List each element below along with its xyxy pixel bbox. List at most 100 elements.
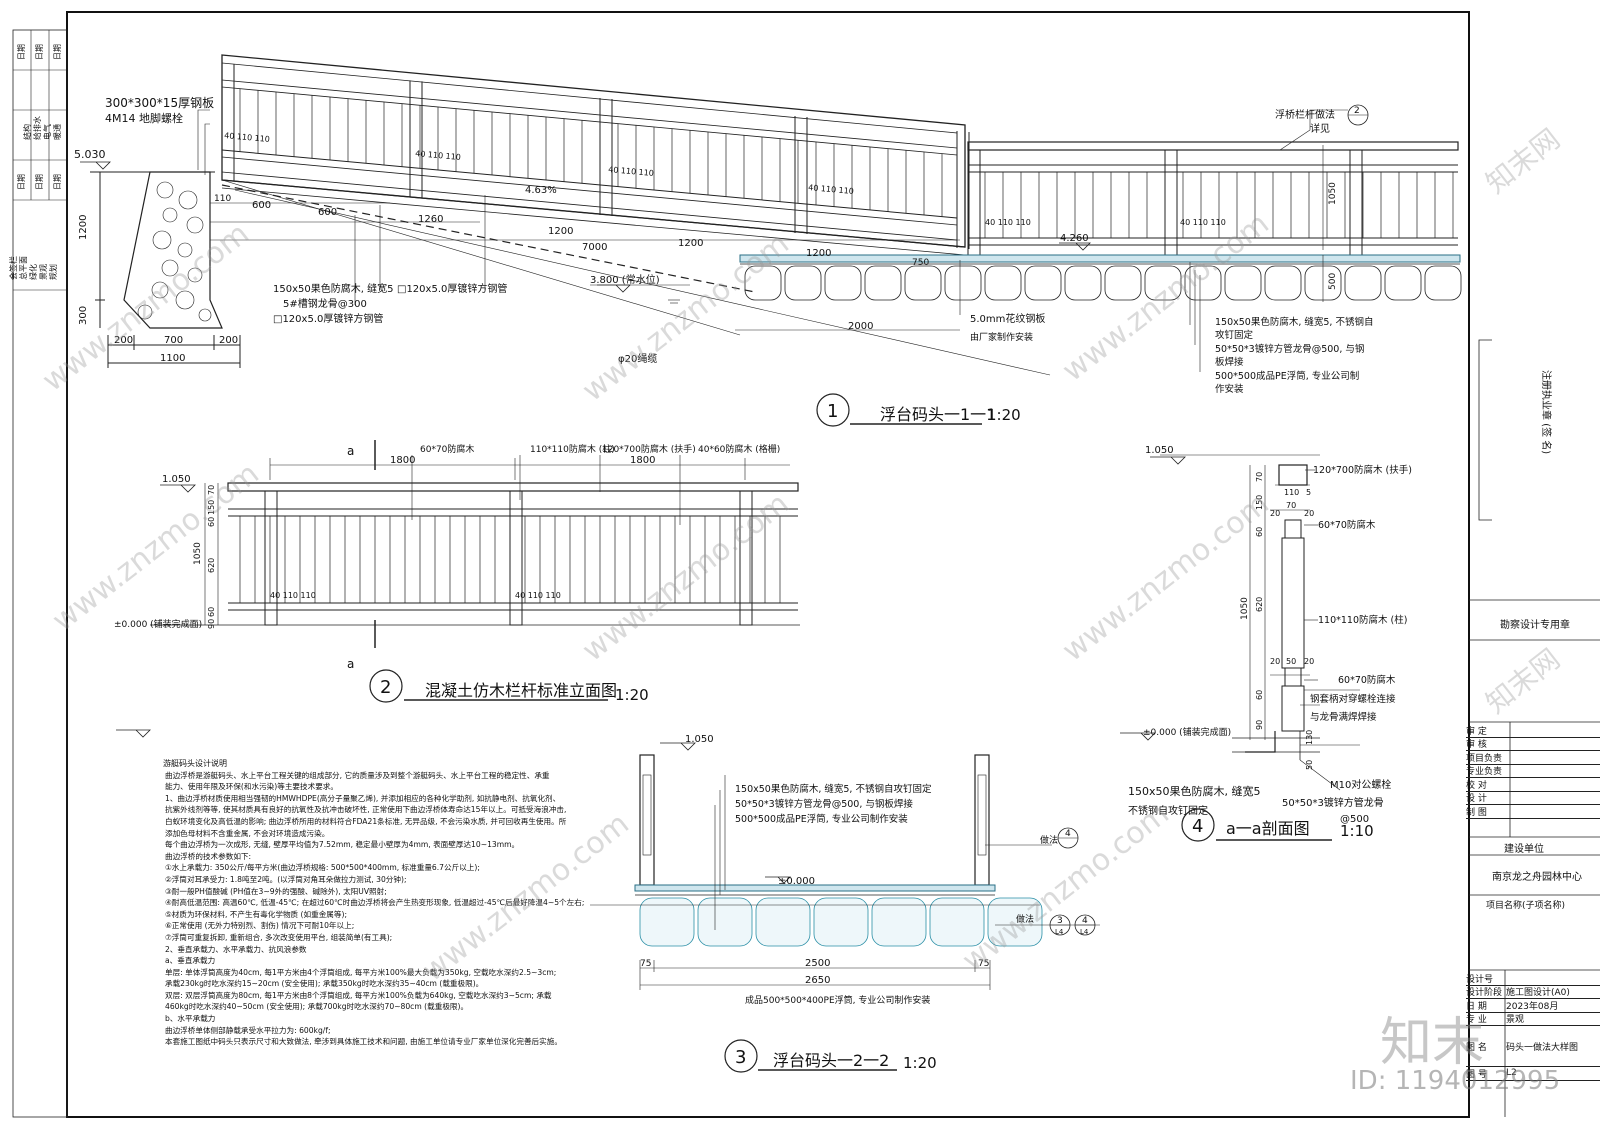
dim-300v: 300 bbox=[78, 306, 89, 325]
notes-line-21: 460kg时吃水深约40~50cm (安全使用); 承载700kg时吃水深约70… bbox=[165, 1002, 469, 1012]
d2-callout-2: 110*110防腐木 (柱) bbox=[530, 443, 615, 455]
right-note-3: 50*50*3镀锌方管龙骨@500, 与钢 bbox=[1215, 343, 1364, 355]
ref-no: 2 bbox=[1354, 106, 1360, 116]
d4-callout-3: 110*110防腐木 (柱) bbox=[1318, 614, 1407, 626]
d4-dimmid-50: 50 bbox=[1286, 657, 1296, 666]
d4-dimtop-5: 5 bbox=[1306, 488, 1311, 497]
d4-vdim-60b: 60 bbox=[1255, 690, 1264, 700]
pontoons-row-3 bbox=[639, 897, 1043, 947]
label-detail-ref: 详见 bbox=[1310, 122, 1330, 135]
d2-callout-3: 120*700防腐木 (扶手) bbox=[602, 443, 696, 455]
d3-note-3: 500*500成品PE浮筒, 专业公司制作安装 bbox=[735, 813, 908, 825]
stage-value: 施工图设计(A0) bbox=[1506, 988, 1570, 999]
drawing-3-title: 浮台码头一2一2 bbox=[773, 1051, 889, 1070]
role-label: 审 核 bbox=[1466, 740, 1487, 751]
drawing-4-number: 4 bbox=[1192, 816, 1203, 837]
role-label: 项目负责 bbox=[1466, 753, 1503, 764]
drawing-4-scale: 1:10 bbox=[1340, 822, 1374, 840]
pontoon bbox=[987, 897, 1043, 947]
pontoon bbox=[864, 265, 902, 301]
d3-dim-2650: 2650 bbox=[805, 975, 830, 986]
sheet-value: L2 bbox=[1506, 1068, 1517, 1079]
d3-sheet-b: L4 bbox=[1080, 928, 1089, 936]
pontoon bbox=[824, 265, 862, 301]
deck-slab-1 bbox=[739, 254, 1461, 263]
gangway-pickets bbox=[239, 88, 943, 217]
drawing-1-number-circle bbox=[816, 393, 850, 427]
d4-dim-130: 130 bbox=[1305, 730, 1314, 745]
dim-7000: 7000 bbox=[582, 242, 607, 253]
d2-vdim-60a: 60 bbox=[207, 517, 216, 527]
gangway-railing bbox=[221, 54, 966, 256]
label-tube: 5#槽钢龙骨@300 bbox=[283, 297, 367, 310]
d3-ref4b: 4 bbox=[1082, 916, 1088, 926]
post-dims-2: 40 110 110 bbox=[415, 149, 461, 162]
d4-dimtop-70: 70 bbox=[1286, 501, 1296, 510]
role-row-1: 审 定 bbox=[1466, 724, 1600, 738]
post bbox=[264, 490, 278, 626]
strip-top-col-3: 日期 bbox=[53, 44, 62, 60]
role-row-3: 项目负责 bbox=[1466, 751, 1600, 765]
right-note-1: 150x50果色防腐木, 缝宽5, 不锈钢自 bbox=[1215, 316, 1373, 328]
drawing-1 bbox=[90, 54, 1462, 427]
drawing-4-number-circle bbox=[1181, 808, 1215, 842]
role-label: 专业负责 bbox=[1466, 767, 1503, 778]
right-note-5: 500*500成品PE浮筒, 专业公司制 bbox=[1215, 370, 1359, 382]
countersign-strip bbox=[12, 29, 68, 1118]
section-mark-a-bottom: a bbox=[347, 657, 354, 671]
org-label: 建设单位 bbox=[1504, 844, 1544, 855]
drawing-1-number: 1 bbox=[827, 401, 838, 422]
date-label: 日 期 bbox=[1466, 1001, 1487, 1012]
post-dims-6: 40 110 110 bbox=[1180, 218, 1226, 227]
post bbox=[509, 490, 523, 626]
title-block-frame bbox=[1469, 339, 1600, 1117]
label-plate: 5.0mm花纹钢板 bbox=[970, 312, 1045, 325]
d2-elev: 1.050 bbox=[162, 474, 191, 485]
d3-dim-75b: 75 bbox=[978, 959, 989, 969]
pontoon bbox=[1064, 265, 1102, 301]
dim-1200c: 1200 bbox=[806, 248, 831, 259]
d4-elev0: ±0.000 (铺装完成面) bbox=[1143, 726, 1231, 738]
notes-line-12: ④耐高低温范围: 高温60℃, 低温-45℃; 在超过60℃时曲边浮桥将会产生热… bbox=[165, 898, 585, 908]
label-elev-top: 5.030 bbox=[74, 148, 106, 161]
notes-line-17: a、垂直承载力 bbox=[165, 956, 216, 966]
role-row-2: 审 核 bbox=[1466, 738, 1600, 751]
label-elev-deck: 4.260 bbox=[1060, 233, 1089, 244]
d2-callout-1: 60*70防腐木 bbox=[420, 443, 474, 455]
discipline-label: 专 业 bbox=[1466, 1015, 1487, 1026]
drawing-4-title: a一a剖面图 bbox=[1226, 819, 1310, 838]
post bbox=[967, 149, 981, 256]
label-steel-plate: 300*300*15厚钢板 bbox=[105, 96, 214, 110]
role-label: 制 图 bbox=[1466, 807, 1487, 818]
d2-vdim-70: 70 bbox=[207, 485, 216, 495]
drawing-2 bbox=[150, 440, 800, 703]
role-row-4: 专业负责 bbox=[1466, 765, 1600, 778]
d3-ref4-label: 做法 bbox=[1040, 834, 1058, 846]
notes-line-7: 每个曲边浮桥为一次成形, 无缝, 壁厚平均值为7.52mm, 稳定最小壁厚为4m… bbox=[165, 840, 520, 850]
post bbox=[1349, 149, 1363, 256]
floating-deck-railing bbox=[967, 141, 1459, 246]
info-row-drawing-name: 图 名码头一做法大样图 bbox=[1466, 1026, 1600, 1067]
pontoon bbox=[784, 265, 822, 301]
dim-600a: 600 bbox=[252, 200, 271, 211]
design-notes: 游艇码头设计说明 曲边浮桥是游艇码头、水上平台工程关键的组成部分, 它的质量涉及… bbox=[163, 758, 620, 1048]
sheet-label: 图 号 bbox=[1466, 1069, 1487, 1080]
notes-line-15: ⑦浮筒可重复拆卸, 重新组合, 多次改变使用平台, 组装简单(有工具); bbox=[165, 932, 393, 942]
role-row-5: 校 对 bbox=[1466, 778, 1600, 792]
notes-line-1: 曲边浮桥是游艇码头、水上平台工程关键的组成部分, 它的质量涉及到整个游艇码头、水… bbox=[165, 770, 550, 780]
strip-mid-label-1: 结构 bbox=[22, 124, 32, 140]
pontoon bbox=[1184, 265, 1222, 301]
pontoon bbox=[1144, 265, 1182, 301]
org-name: 南京龙之舟园林中心 bbox=[1492, 872, 1582, 883]
strip-mid-col-1: 日期 bbox=[17, 174, 26, 190]
dim-600b: 600 bbox=[318, 207, 337, 218]
drawing-2-title: 混凝土仿木栏杆标准立面图 bbox=[425, 681, 617, 700]
d2-vdim-60b: 60 bbox=[207, 607, 216, 617]
d4-vdim-620: 620 bbox=[1255, 597, 1264, 612]
watermark-id: ID: 1194012995 bbox=[1350, 1066, 1561, 1096]
label-factory: 由厂家制作安装 bbox=[970, 331, 1033, 343]
info-row-sheet: 图 号 L2 bbox=[1466, 1067, 1600, 1081]
d3-elev: 1.050 bbox=[685, 734, 714, 745]
d4-callout-9: @500 bbox=[1340, 814, 1369, 825]
